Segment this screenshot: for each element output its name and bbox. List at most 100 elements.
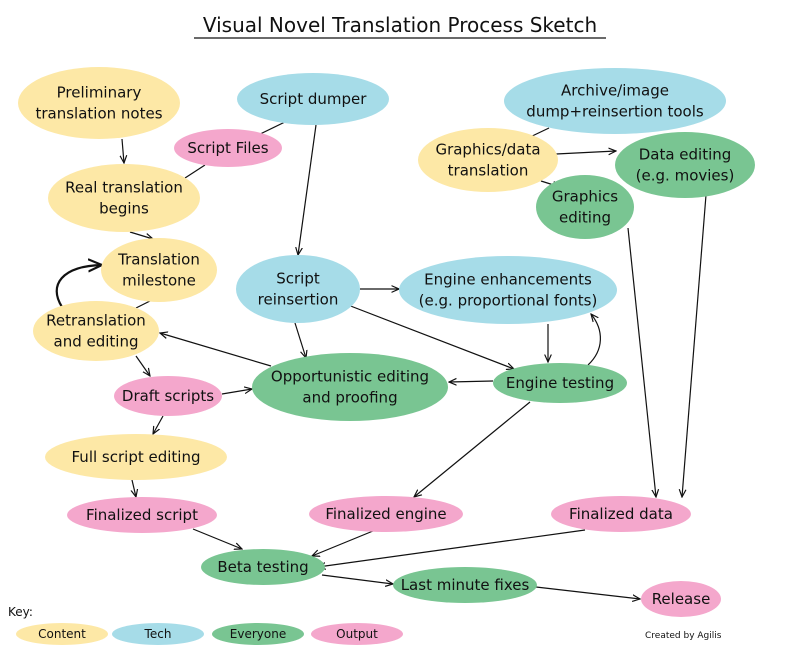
edge-draft-scripts-to-full-script-editing bbox=[153, 415, 164, 434]
node-shape bbox=[201, 549, 325, 585]
diagram-title: Visual Novel Translation Process Sketch bbox=[203, 13, 597, 37]
edge-translation-milestone-to-retranslation bbox=[135, 300, 151, 309]
edge-finalized-engine-to-beta-testing bbox=[312, 530, 374, 556]
node-label: Archive/image bbox=[561, 82, 669, 100]
edge-finalized-script-to-beta-testing bbox=[192, 528, 242, 549]
edge-retranslation-to-translation-milestone bbox=[55, 265, 102, 308]
node-label: Last minute fixes bbox=[401, 576, 530, 594]
node-shape bbox=[536, 175, 634, 239]
node-engine-testing: Engine testing bbox=[493, 363, 627, 403]
node-retranslation: Retranslation and editing bbox=[33, 301, 159, 361]
node-label: and proofing bbox=[302, 389, 397, 407]
key-item-label: Tech bbox=[144, 627, 172, 641]
node-shape bbox=[418, 128, 558, 192]
node-shape bbox=[252, 353, 448, 421]
node-label: Script dumper bbox=[260, 90, 368, 108]
edge-finalized-data-to-beta-testing bbox=[318, 529, 586, 567]
node-shape bbox=[45, 434, 227, 480]
node-data-editing: Data editing(e.g. movies) bbox=[615, 132, 755, 198]
nodes-layer: Preliminary translation notes Script dumpe… bbox=[18, 67, 755, 617]
node-label: Translation bbox=[117, 251, 200, 269]
node-full-script-editing: Full script editing bbox=[45, 434, 227, 480]
node-label: translation bbox=[448, 162, 529, 180]
key-legend: Key: Content Tech Everyone Output bbox=[8, 605, 403, 645]
node-label: Data editing bbox=[639, 146, 732, 164]
node-label: Retranslation bbox=[46, 312, 146, 330]
node-shape bbox=[236, 255, 360, 323]
node-label: Script Files bbox=[187, 139, 268, 157]
edge-script-files-to-real-translation bbox=[184, 164, 206, 179]
node-engine-enhancements: Engine enhancements (e.g. proportional fo… bbox=[399, 256, 617, 324]
node-label: translation notes bbox=[35, 105, 162, 123]
node-shape bbox=[393, 567, 537, 603]
node-label: Finalized data bbox=[569, 505, 673, 523]
node-label: begins bbox=[99, 200, 149, 218]
edge-graphics-data-translation-to-data-editing bbox=[555, 151, 616, 154]
node-opportunistic-editing: Opportunistic editing and proofing bbox=[252, 353, 448, 421]
node-label: editing bbox=[559, 209, 611, 227]
edge-retranslation-to-draft-scripts bbox=[135, 355, 150, 376]
node-label: Engine testing bbox=[506, 374, 614, 392]
node-finalized-engine: Finalized engine bbox=[309, 496, 463, 532]
node-label: Preliminary bbox=[57, 84, 142, 102]
node-shape bbox=[399, 256, 617, 324]
edge-script-reinsertion-to-engine-testing bbox=[347, 304, 514, 369]
node-shape bbox=[641, 581, 721, 617]
edge-preliminary-notes-to-real-translation bbox=[122, 138, 124, 163]
node-label: Real translation bbox=[65, 179, 183, 197]
edge-last-minute-fixes-to-release bbox=[535, 586, 640, 599]
node-draft-scripts: Draft scripts bbox=[114, 376, 222, 416]
edge-real-translation-to-translation-milestone bbox=[129, 231, 153, 239]
node-preliminary-notes: Preliminary translation notes bbox=[18, 67, 180, 139]
node-shape bbox=[48, 164, 200, 232]
node-shape bbox=[18, 67, 180, 139]
key-item-everyone: Everyone bbox=[212, 623, 304, 645]
key-item-label: Output bbox=[336, 627, 378, 641]
node-beta-testing: Beta testing bbox=[201, 549, 325, 585]
node-last-minute-fixes: Last minute fixes bbox=[393, 567, 537, 603]
node-shape bbox=[551, 496, 691, 532]
node-label: reinsertion bbox=[258, 291, 339, 309]
node-graphics-editing: Graphics editing bbox=[536, 175, 634, 239]
node-script-files: Script Files bbox=[174, 129, 282, 167]
node-translation-milestone: Translation milestone bbox=[101, 238, 217, 302]
edges-layer bbox=[55, 120, 707, 599]
key-item-content: Content bbox=[16, 623, 108, 645]
node-label: Graphics bbox=[552, 188, 618, 206]
node-label: (e.g. proportional fonts) bbox=[419, 292, 598, 310]
node-real-translation: Real translation begins bbox=[48, 164, 200, 232]
node-shape bbox=[67, 497, 217, 533]
node-label: and editing bbox=[54, 333, 139, 351]
node-label: dump+reinsertion tools bbox=[526, 103, 704, 121]
node-shape bbox=[114, 376, 222, 416]
edge-beta-testing-to-last-minute-fixes bbox=[321, 574, 393, 584]
node-label: Engine enhancements bbox=[424, 271, 592, 289]
node-script-reinsertion: Script reinsertion bbox=[236, 255, 360, 323]
node-label: Draft scripts bbox=[122, 387, 214, 405]
edge-script-reinsertion-to-opportunistic-editing bbox=[294, 322, 306, 358]
edge-engine-testing-to-opportunistic-editing bbox=[449, 381, 494, 382]
node-shape bbox=[101, 238, 217, 302]
node-label: Graphics/data bbox=[435, 141, 540, 159]
key-item-label: Everyone bbox=[230, 627, 286, 641]
node-label: Release bbox=[652, 590, 711, 608]
key-label: Key: bbox=[8, 605, 33, 619]
edge-engine-testing-to-finalized-engine bbox=[414, 401, 531, 497]
edge-data-editing-to-finalized-data bbox=[682, 194, 707, 497]
key-item-output: Output bbox=[311, 623, 403, 645]
node-shape bbox=[174, 129, 282, 167]
node-label: Script bbox=[276, 270, 320, 288]
node-label: Finalized script bbox=[86, 506, 198, 524]
node-shape bbox=[493, 363, 627, 403]
node-script-dumper: Script dumper bbox=[237, 73, 389, 125]
node-label: Full script editing bbox=[72, 448, 201, 466]
node-label: Opportunistic editing bbox=[271, 368, 429, 386]
node-shape bbox=[33, 301, 159, 361]
key-item-tech: Tech bbox=[112, 623, 204, 645]
node-graphics-data-translation: Graphics/data translation bbox=[418, 128, 558, 192]
key-item-label: Content bbox=[38, 627, 86, 641]
edge-engine-testing-to-engine-enhancements bbox=[587, 314, 601, 366]
node-label: milestone bbox=[122, 272, 196, 290]
key-swatch bbox=[212, 623, 304, 645]
